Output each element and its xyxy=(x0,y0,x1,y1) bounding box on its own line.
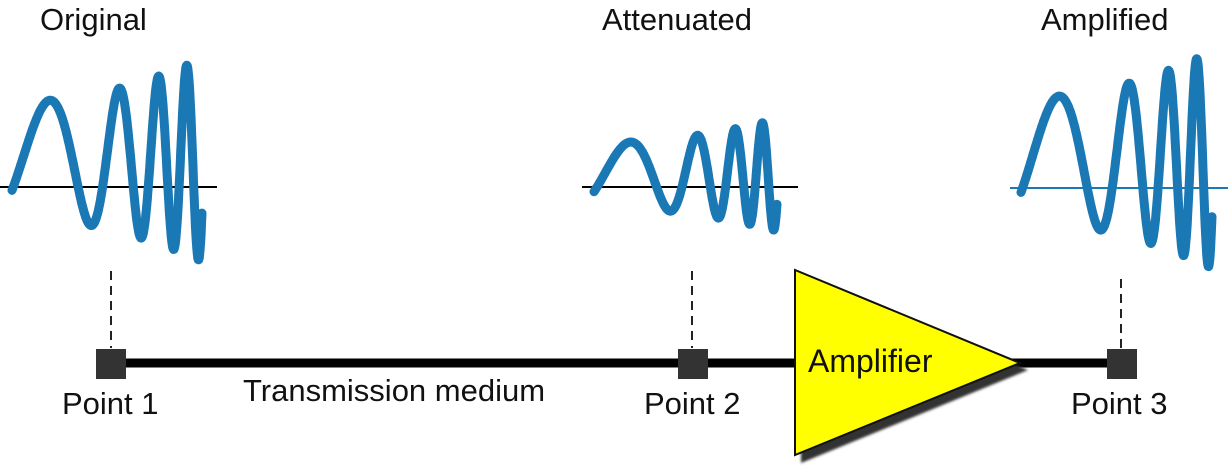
attenuated-label: Attenuated xyxy=(602,2,752,37)
amplifier-triangle xyxy=(794,268,1023,457)
point1-label: Point 1 xyxy=(62,386,159,421)
original-signal-wave xyxy=(7,60,207,265)
point1-marker xyxy=(96,349,126,379)
point3-label: Point 3 xyxy=(1071,386,1168,421)
amplifier-label: Amplifier xyxy=(808,343,933,379)
amplified-label: Amplified xyxy=(1041,2,1169,37)
original-label: Original xyxy=(40,2,147,37)
transmission-medium-label: Transmission medium xyxy=(243,373,546,408)
amplified-signal-wave xyxy=(1016,54,1217,272)
point2-marker xyxy=(678,349,708,379)
attenuated-signal-wave xyxy=(589,118,782,235)
point3-marker xyxy=(1107,349,1137,379)
point2-label: Point 2 xyxy=(644,386,741,421)
